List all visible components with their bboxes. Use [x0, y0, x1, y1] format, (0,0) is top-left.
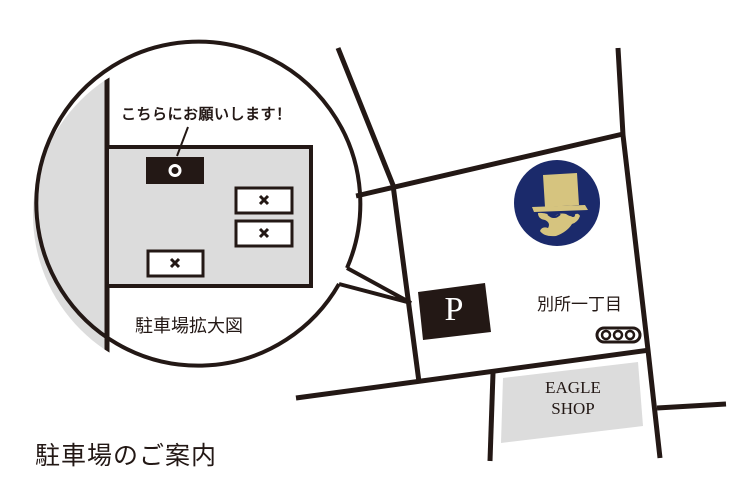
road-horizontal-upper [355, 131, 624, 199]
magnifier-outline [34, 39, 363, 368]
road-right-stub [656, 401, 727, 411]
roads [295, 47, 727, 462]
magnifier-pointer [338, 266, 412, 305]
parking-lot [105, 145, 313, 288]
parking-marker[interactable] [418, 283, 491, 340]
road-shop-left [487, 372, 496, 462]
enlarged-view-label: 駐車場拡大図 [135, 316, 243, 337]
traffic-signal-icon [595, 326, 642, 344]
station-label: 別所一丁目 [537, 295, 622, 315]
eagle-shop-block [501, 362, 643, 443]
parking-slot-designated[interactable] [146, 157, 204, 184]
page-title: 駐車場のご案内 [35, 441, 218, 470]
shop-line-1: EAGLE [545, 378, 601, 397]
circle-mark-icon [168, 164, 182, 177]
parking-slot-unavailable [146, 249, 205, 278]
top-hat-gentleman-icon [514, 160, 600, 246]
parking-label: P [444, 291, 464, 328]
enlarged-view [33, 39, 412, 377]
shop-line-2: SHOP [551, 399, 595, 418]
adjacent-building [33, 53, 107, 377]
parking-slot-unavailable [234, 186, 294, 215]
road-right-vertical [615, 47, 663, 459]
parking-slot-unavailable [234, 219, 294, 248]
designated-slot-note: こちらにお願いします！ [121, 105, 292, 123]
road-horizontal-lower [295, 347, 651, 401]
eagle-shop-label: EAGLE SHOP [505, 377, 641, 419]
